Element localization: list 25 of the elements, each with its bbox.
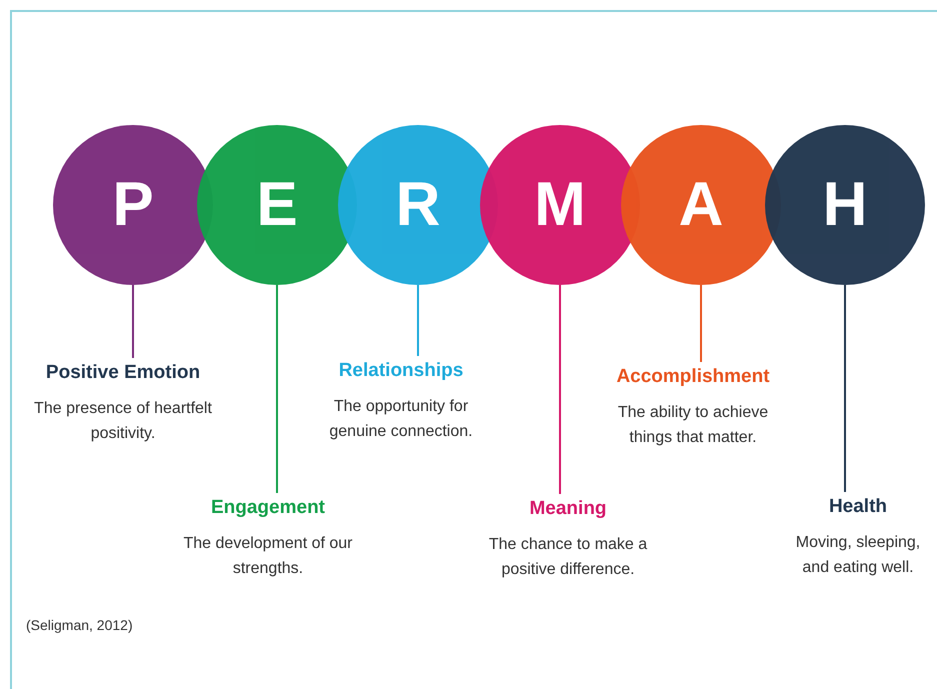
letter: A	[678, 174, 724, 236]
pillar-heading: Engagement	[210, 497, 326, 519]
citation: (Seligman, 2012)	[26, 617, 133, 633]
letter: H	[822, 174, 868, 236]
pillar-heading: Accomplishment	[615, 366, 771, 388]
connector-line	[276, 285, 278, 493]
pillar-description: The development of our strengths.	[182, 534, 354, 579]
connector-line	[559, 285, 561, 494]
pillar-heading: Meaning	[528, 498, 608, 520]
letter: P	[112, 174, 154, 236]
connector-line	[700, 285, 702, 362]
letter: R	[396, 174, 440, 236]
connector-line	[132, 285, 134, 358]
pillar-description: The opportunity for genuine connection.	[328, 397, 474, 442]
connector-line	[844, 285, 846, 492]
letter: E	[256, 174, 298, 236]
pillar-heading: Positive Emotion	[44, 362, 202, 384]
pillar-description: The chance to make a positive difference.	[488, 535, 648, 580]
pillar-description: Moving, sleeping, and eating well.	[794, 533, 922, 578]
pillar-description: The presence of heartfelt positivity.	[33, 399, 213, 444]
pillar-heading: Health	[828, 496, 888, 518]
letter: M	[534, 174, 586, 236]
pillar-description: The ability to achieve things that matter.	[616, 403, 770, 448]
connector-line	[417, 285, 419, 356]
pillar-heading: Relationships	[338, 360, 464, 382]
